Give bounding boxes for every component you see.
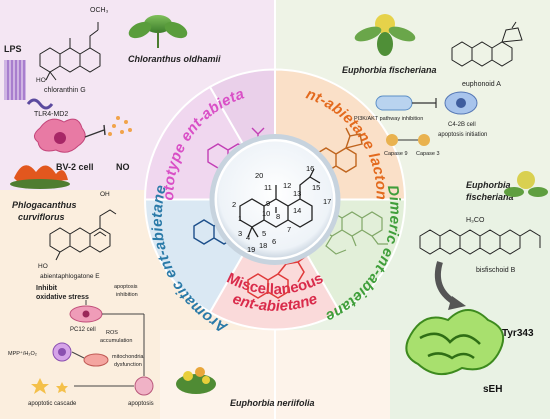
inhibit-line1: Inhibit	[36, 285, 58, 292]
atom-number: 16	[306, 164, 314, 173]
plant-chloranthus-image	[128, 15, 188, 48]
tlr4-receptor	[26, 98, 54, 110]
atom-number: 17	[323, 197, 331, 206]
euphonoid-structure	[451, 21, 523, 67]
enzyme-label: sEH	[483, 384, 502, 395]
atom-number: 12	[283, 181, 291, 190]
mito-image	[83, 353, 109, 367]
bv2-cell-image	[34, 118, 86, 153]
skeleton-dimeric	[321, 211, 388, 255]
atom-number: 8	[276, 212, 280, 221]
skeleton-misc	[247, 253, 307, 299]
atom-number: 18	[259, 241, 267, 250]
atom-number: 9	[266, 199, 270, 208]
cascade-stars	[31, 378, 68, 394]
atom-number: 5	[262, 229, 266, 238]
caspase-icons	[386, 134, 430, 146]
oh-label: OH	[100, 191, 110, 198]
protein-ribbon-image	[405, 309, 505, 375]
mito-line1: mitochondrial	[112, 354, 145, 360]
ho-label: HO	[36, 77, 46, 84]
panel-chloranthus: LPS OCH₃ chloranthin G HO Chloranthus ol…	[4, 7, 221, 172]
euphonoid-label: euphonoid A	[462, 81, 501, 88]
atom-number: 14	[293, 206, 301, 215]
plant-fischeriana-image	[354, 14, 416, 56]
inhibit-arrow	[84, 124, 106, 138]
caspase9-label: Capase 9	[384, 151, 408, 157]
caspase3-label: Capase 3	[416, 151, 440, 157]
plant-chloranthus-name: Chloranthus oldhamii	[128, 54, 221, 64]
center-structure: 1 2 3 4 5 6 7 8 9 10 11 12 13 14 15 16 1…	[209, 134, 341, 265]
ros-virus-image	[52, 342, 72, 362]
center-atom-numbers: 1 2 3 4 5 6 7 8 9 10 11 12 13 14 15 16 1…	[232, 164, 331, 254]
residue-label: Tyr343	[502, 328, 534, 339]
atom-number: 6	[272, 237, 276, 246]
atom-number: 7	[287, 225, 291, 234]
atom-number: 11	[264, 183, 272, 192]
apop-inhib-line1: apoptosis	[114, 284, 138, 290]
pc12-label: PC12 cell	[70, 327, 96, 333]
pathway-label: PI3K/AKT pathway inhibition	[354, 116, 423, 122]
abientaphlogatone-label: abientaphlogatone E	[40, 273, 100, 280]
no-dots	[108, 116, 132, 136]
plant-phlogacanthus-line1: Phlogacanthus	[12, 200, 77, 210]
lps-membrane	[4, 60, 26, 100]
bisfischoid-label: bisfischoid B	[476, 267, 516, 274]
atom-number: 1	[238, 214, 242, 223]
plant-phlogacanthus-line2: curviflorus	[18, 212, 65, 222]
right-plant-line2: fischeriana	[466, 192, 514, 202]
c42b-cell-image	[444, 91, 478, 115]
plant-fischeriana-name: Euphorbia fischeriana	[342, 65, 437, 75]
pathway-icon	[375, 95, 437, 111]
chloranthin-structure	[39, 22, 101, 81]
ho-left-label: HO	[38, 263, 48, 270]
panel-euphorbia-fischeriana-top: Euphorbia fischeriana euphonoid A PI3K/A…	[342, 14, 523, 157]
plant-neriifolia-name: Euphorbia neriifolia	[230, 398, 315, 408]
curved-arrow	[434, 261, 466, 310]
pathway-arrows-left	[71, 300, 145, 387]
pc12-cell-image	[69, 305, 103, 323]
atom-number: 4	[246, 233, 250, 242]
atom-number: 15	[312, 183, 320, 192]
right-plant-line1: Euphorbia	[466, 180, 511, 190]
atom-number: 2	[232, 200, 236, 209]
plant-neriifolia-image	[176, 367, 216, 394]
apoptosis-cell-image	[134, 376, 154, 396]
ome-label: OCH₃	[90, 7, 109, 14]
tlr4-label: TLR4-MD2	[34, 111, 68, 118]
plant-fischeriana-flower	[504, 171, 548, 197]
apoptosis-label: apoptosis	[128, 401, 154, 407]
no-label: NO	[116, 162, 130, 172]
atom-number: 19	[247, 245, 255, 254]
abientaphlogatone-structure	[49, 209, 117, 261]
mito-line2: dysfunction	[114, 362, 142, 368]
atom-number: 20	[255, 171, 263, 180]
atom-number: 13	[293, 189, 301, 198]
ros-line1: ROS	[106, 330, 118, 336]
h3co-label: H₃CO	[466, 217, 485, 224]
mpp-label: MPP⁺/H₂O₂	[8, 350, 37, 357]
bv2-label: BV-2 cell	[56, 162, 94, 172]
cascade-label: apoptotic cascade	[28, 401, 77, 407]
lps-label: LPS	[4, 44, 22, 54]
inhibit-line2: oxidative stress	[36, 294, 89, 301]
c42b-label: C4-2B cell	[448, 122, 476, 128]
atom-number: 3	[238, 229, 242, 238]
plant-phlogacanthus-image	[10, 165, 70, 189]
chloranthin-label: chloranthin G	[44, 87, 86, 94]
bisfischoid-structure	[419, 229, 541, 255]
panel-euphorbia-fischeriana-right: Euphorbia fischeriana H₃CO bisfischoid B…	[405, 171, 548, 395]
atom-number: 10	[262, 209, 270, 218]
apop-inhib-line2: inhibition	[116, 292, 138, 298]
apoptosis-init-label: apoptosis initiation	[438, 132, 487, 138]
panel-phlogacanthus: Phlogacanthus curviflorus OH HO abientap…	[8, 165, 154, 407]
ros-line2: accumulation	[100, 338, 132, 344]
panel-euphorbia-neriifolia: Euphorbia neriifolia	[176, 367, 315, 408]
